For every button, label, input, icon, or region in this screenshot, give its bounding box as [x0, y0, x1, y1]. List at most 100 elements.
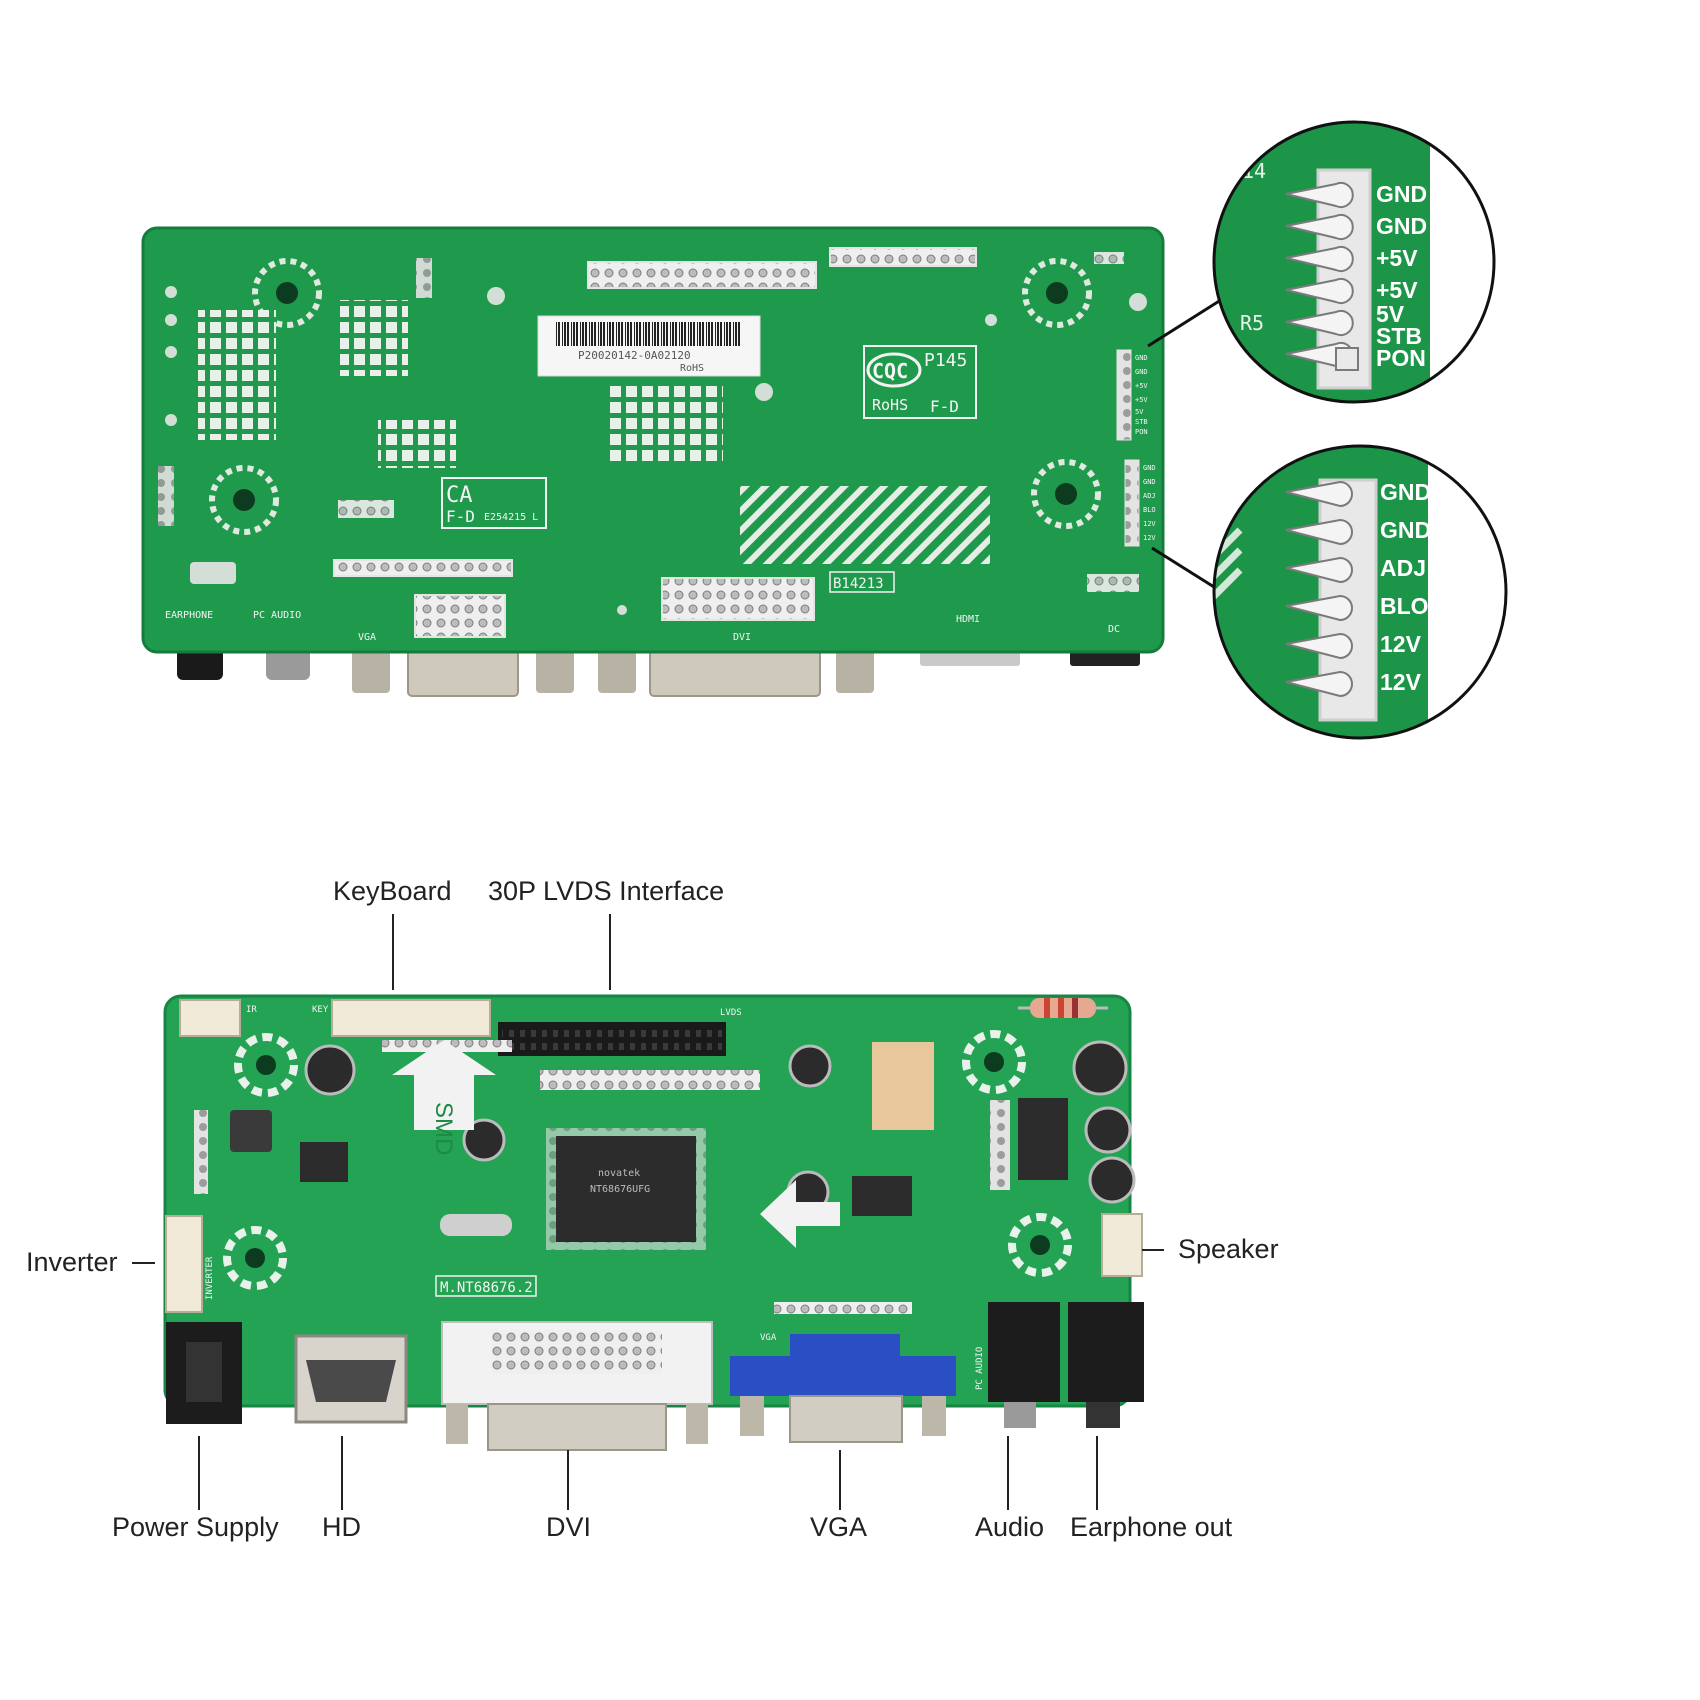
svg-text:GND: GND: [1135, 368, 1148, 376]
svg-text:PON: PON: [1135, 428, 1148, 436]
callout-speaker: Speaker: [1178, 1234, 1279, 1264]
callout-inverter: Inverter: [26, 1247, 118, 1277]
svg-text:VGA: VGA: [358, 632, 376, 643]
svg-text:B14213: B14213: [833, 576, 884, 592]
zoom-inset-backlight: GND GND ADJ BLO 12V 12V: [1212, 444, 1508, 740]
svg-text:GND: GND: [1376, 213, 1427, 239]
svg-text:+5V: +5V: [1376, 277, 1418, 303]
callout-keyboard: KeyBoard: [333, 876, 452, 906]
main-chip: novatek NT68676UFG: [546, 1128, 706, 1250]
bottom-mounting-holes: [223, 1030, 1072, 1290]
svg-text:DVI: DVI: [733, 632, 751, 643]
svg-text:STB: STB: [1135, 418, 1148, 426]
svg-text:12V: 12V: [1380, 669, 1422, 695]
dip-arrow: DIP: [760, 1180, 840, 1248]
barcode-sticker: P20020142-0A02120 RoHS: [537, 315, 761, 377]
svg-text:NT68676UFG: NT68676UFG: [590, 1184, 650, 1195]
capacitors: [304, 1040, 1136, 1214]
svg-text:+5V: +5V: [1135, 382, 1148, 390]
svg-text:+5V: +5V: [1135, 396, 1148, 404]
callout-leaders: [132, 914, 1164, 1510]
top-mounting-holes: [209, 258, 1101, 535]
svg-text:RoHS: RoHS: [680, 363, 704, 374]
callout-hd: HD: [322, 1512, 361, 1542]
top-pad-grids: [198, 300, 723, 468]
svg-text:IR: IR: [246, 1005, 257, 1015]
inverter-connector: [165, 1215, 203, 1313]
svg-text:HDMI: HDMI: [956, 614, 980, 625]
svg-text:PON: PON: [1376, 345, 1426, 371]
svg-text:VGA: VGA: [760, 1333, 777, 1343]
svg-text:+5V: +5V: [1376, 245, 1418, 271]
zoom-inset-power: 14 R5 GND GND +5V +5V 5V STB PON: [1212, 120, 1496, 404]
svg-text:GND: GND: [1380, 479, 1431, 505]
svg-text:12V: 12V: [1143, 520, 1156, 528]
svg-text:ADJ: ADJ: [1143, 492, 1156, 500]
speaker-connector: [1101, 1213, 1143, 1277]
vga-port: [730, 1334, 956, 1443]
svg-text:BLO: BLO: [1143, 506, 1156, 514]
dvi-port: [441, 1321, 713, 1451]
svg-text:P20020142-0A02120: P20020142-0A02120: [578, 349, 691, 362]
model-label: M.NT68676.2: [435, 1275, 537, 1297]
svg-text:KEY: KEY: [312, 1005, 329, 1015]
svg-text:GND: GND: [1376, 181, 1427, 207]
svg-text:GND: GND: [1135, 354, 1148, 362]
inset-leaders: [1147, 296, 1225, 594]
svg-text:RoHS: RoHS: [872, 396, 908, 414]
svg-text:DC: DC: [1108, 624, 1120, 635]
callout-lvds: 30P LVDS Interface: [488, 876, 725, 906]
top-small-parts: [158, 252, 1147, 615]
svg-text:CA: CA: [446, 483, 473, 508]
svg-text:EARPHONE: EARPHONE: [165, 610, 213, 621]
ca-mark: CA F-D E254215 L: [441, 477, 547, 529]
svg-text:INVERTER: INVERTER: [205, 1256, 215, 1300]
audio-jack: [988, 1302, 1060, 1428]
svg-text:BLO: BLO: [1380, 593, 1429, 619]
bottom-small-parts: [194, 1040, 1068, 1314]
svg-text:P145: P145: [924, 350, 967, 371]
svg-text:LVDS: LVDS: [720, 1008, 742, 1018]
inset2-labels: GND GND ADJ BLO 12V 12V: [1380, 479, 1431, 695]
svg-text:F-D: F-D: [930, 397, 959, 416]
svg-text:12V: 12V: [1143, 534, 1156, 542]
svg-text:PC AUDIO: PC AUDIO: [975, 1347, 985, 1390]
cqc-mark: CQC RoHS P145 F-D: [863, 345, 977, 419]
callout-power-supply: Power Supply: [112, 1512, 279, 1542]
inset1-pins: [1285, 182, 1359, 371]
resistor: [1018, 998, 1108, 1018]
svg-text:5V: 5V: [1135, 408, 1144, 416]
svg-text:E254215 L: E254215 L: [484, 512, 538, 523]
callout-vga: VGA: [810, 1512, 868, 1542]
board-code: B14213: [829, 571, 895, 593]
smd-arrow: SMD: [392, 1040, 496, 1155]
power-header-silk: GND GND +5V +5V 5V STB PON: [1135, 354, 1148, 436]
bottom-silk-labels: LVDS KEY IR VGA PC AUDIO INVERTER: [205, 1005, 985, 1390]
svg-text:SMD: SMD: [430, 1102, 457, 1155]
callout-audio: Audio: [975, 1512, 1045, 1542]
svg-text:F-D: F-D: [446, 507, 475, 526]
inset2-pins: [1285, 480, 1353, 698]
top-board: P20020142-0A02120 RoHS CQC RoHS P145 F-D…: [141, 226, 1165, 697]
svg-text:12V: 12V: [1380, 631, 1422, 657]
hdmi-port: [294, 1334, 408, 1424]
svg-text:R5: R5: [1240, 311, 1264, 335]
bottom-board: novatek NT68676UFG SMD: [163, 994, 1144, 1451]
top-board-port-labels: EARPHONE PC AUDIO VGA DVI HDMI DC: [165, 610, 1120, 643]
callout-dvi: DVI: [546, 1512, 592, 1542]
svg-text:M.NT68676.2: M.NT68676.2: [440, 1280, 533, 1296]
callout-earphone-out: Earphone out: [1070, 1512, 1233, 1542]
svg-text:novatek: novatek: [598, 1168, 640, 1179]
inset1-labels: GND GND +5V +5V 5V STB PON: [1376, 181, 1427, 371]
svg-text:CQC: CQC: [872, 359, 908, 383]
svg-text:GND: GND: [1380, 517, 1431, 543]
svg-text:GND: GND: [1143, 464, 1156, 472]
ir-connector: [179, 999, 241, 1037]
svg-text:GND: GND: [1143, 478, 1156, 486]
earphone-jack: [1068, 1302, 1144, 1428]
svg-text:5V: 5V: [1376, 301, 1405, 327]
power-jack: [166, 1322, 242, 1424]
keyboard-connector: [331, 999, 491, 1037]
